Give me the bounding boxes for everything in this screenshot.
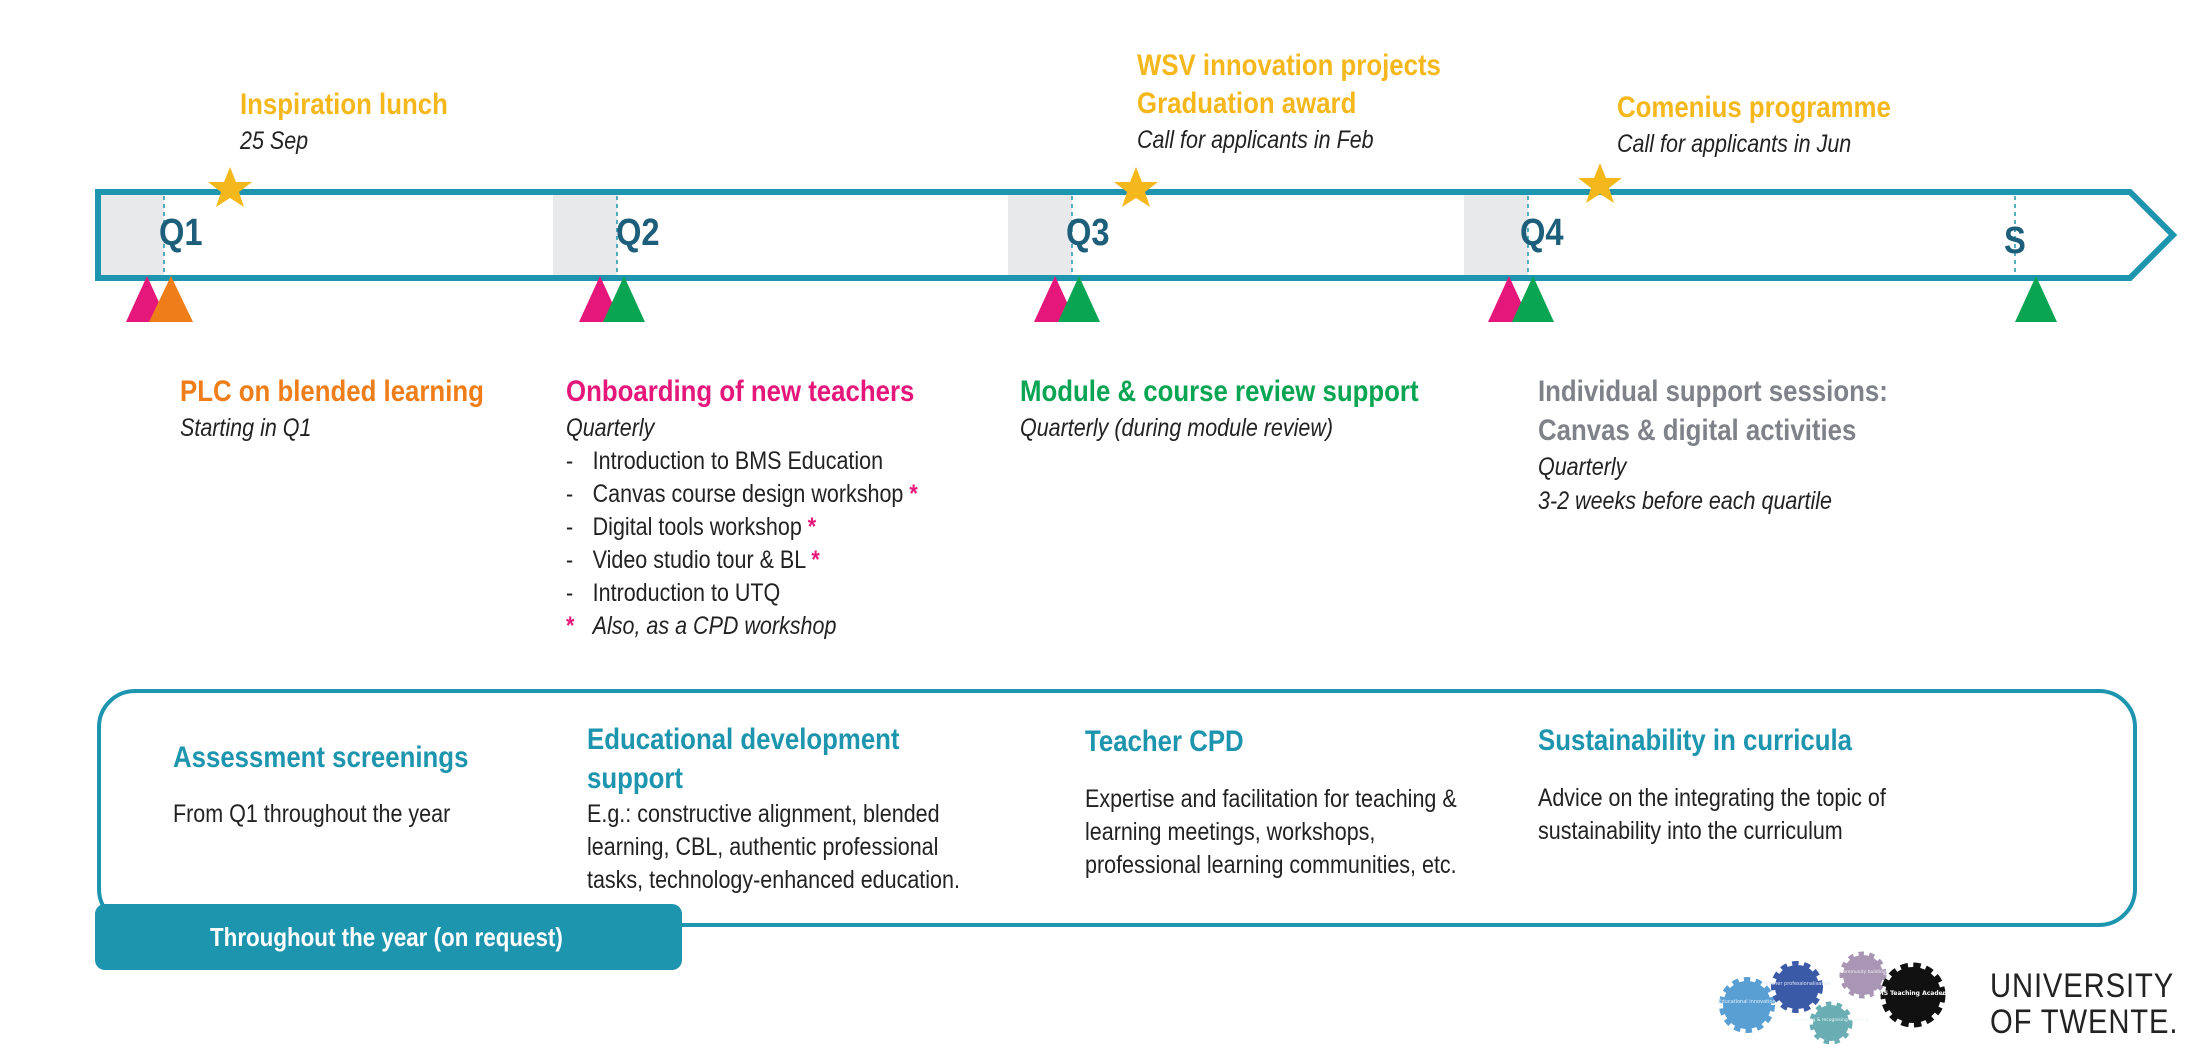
cpd-asterisk: * xyxy=(909,480,918,508)
university-logo-line-2: OF TWENTE. xyxy=(1990,1003,2179,1041)
assessment-block: Assessment screenings From Q1 throughout… xyxy=(173,738,468,831)
plc-subtitle: Starting in Q1 xyxy=(180,414,312,442)
individual-title-2: Canvas & digital activities xyxy=(1538,414,1857,447)
svg-text:Educational innovation: Educational innovation xyxy=(1718,999,1775,1005)
event-wsv-title-1: WSV innovation projects xyxy=(1137,49,1441,82)
list-item: -Digital tools workshop * xyxy=(566,513,817,541)
onboarding-note: *Also, as a CPD workshop xyxy=(566,612,837,640)
gear-icon: Teacher professionalisation xyxy=(1762,961,1831,1013)
star-inspiration xyxy=(208,167,252,207)
event-comenius: Comenius programme Call for applicants i… xyxy=(1617,89,1891,161)
section-individual: Individual support sessions: Canvas & di… xyxy=(1538,372,1888,518)
onboarding-title: Onboarding of new teachers xyxy=(566,375,915,408)
event-inspiration-title: Inspiration lunch xyxy=(240,88,448,121)
timeline-arrow xyxy=(95,189,2178,281)
teaching-academy-gears: Educational innovation Teacher professio… xyxy=(1718,951,1953,1045)
svg-text:Community building: Community building xyxy=(1840,969,1886,975)
q4-label: Q4 xyxy=(1520,212,1564,254)
cpd-asterisk: * xyxy=(811,546,820,574)
university-logo-line-1: UNIVERSITY xyxy=(1990,967,2175,1005)
year-round-box xyxy=(97,689,2137,927)
throughout-year-bar: Throughout the year (on request) xyxy=(95,904,682,970)
svg-text:BMS Teaching Academy: BMS Teaching Academy xyxy=(1873,990,1953,997)
cpd-line-2: learning meetings, workshops, xyxy=(1085,818,1376,846)
gear-icon: Assessing & recognising teaching xyxy=(1793,1001,1869,1045)
sustainability-line-2: sustainability into the curriculum xyxy=(1538,817,1843,845)
edu-dev-line-1: E.g.: constructive alignment, blended xyxy=(587,800,940,828)
green-triangle-q4 xyxy=(1512,276,1554,322)
q2-block xyxy=(553,192,617,278)
section-module-review: Module & course review support Quarterly… xyxy=(1020,372,1419,445)
section-onboarding: Onboarding of new teachers Quarterly -In… xyxy=(566,372,918,643)
gear-icon: BMS Teaching Academy xyxy=(1873,962,1953,1028)
edu-dev-title-1: Educational development xyxy=(587,723,900,756)
svg-text:Teacher professionalisation: Teacher professionalisation xyxy=(1762,981,1831,987)
throughout-year-label: Throughout the year (on request) xyxy=(210,922,563,952)
onboarding-list: -Introduction to BMS Education -Canvas c… xyxy=(566,445,918,643)
cpd-line-1: Expertise and facilitation for teaching … xyxy=(1085,785,1457,813)
cpd-asterisk: * xyxy=(807,513,817,541)
sustainability-block: Sustainability in curricula Advice on th… xyxy=(1538,721,1886,848)
green-triangle-q3 xyxy=(1058,276,1100,322)
event-wsv-title-2: Graduation award xyxy=(1137,87,1357,120)
green-triangle-q2 xyxy=(603,276,645,322)
list-item: -Canvas course design workshop * xyxy=(566,480,918,508)
event-wsv-subtitle: Call for applicants in Feb xyxy=(1137,126,1374,154)
module-review-title: Module & course review support xyxy=(1020,375,1419,408)
q1-label: Q1 xyxy=(159,212,203,254)
q4-block xyxy=(1464,192,1528,278)
module-review-subtitle: Quarterly (during module review) xyxy=(1020,414,1334,442)
gear-icon: Educational innovation xyxy=(1718,977,1776,1033)
orange-triangle-q1 xyxy=(149,276,193,322)
list-item: -Introduction to UTQ xyxy=(566,579,781,607)
sustainability-line-1: Advice on the integrating the topic of xyxy=(1538,784,1886,812)
svg-text:Assessing & recognising teachi: Assessing & recognising teaching xyxy=(1793,1017,1869,1023)
list-item: -Video studio tour & BL * xyxy=(566,546,820,574)
green-triangle-summer xyxy=(2015,276,2057,322)
edu-dev-block: Educational development support E.g.: co… xyxy=(587,720,960,897)
event-inspiration: Inspiration lunch 25 Sep xyxy=(240,86,448,158)
gear-icon: Community building xyxy=(1839,951,1887,999)
plc-title: PLC on blended learning xyxy=(180,375,484,408)
edu-dev-line-3: tasks, technology-enhanced education. xyxy=(587,866,960,894)
summer-label: S xyxy=(2004,220,2026,262)
individual-line-2: 3-2 weeks before each quartile xyxy=(1538,487,1833,515)
university-logo: UNIVERSITY OF TWENTE. xyxy=(1990,968,2178,1040)
event-inspiration-date: 25 Sep xyxy=(240,127,309,155)
q2-label: Q2 xyxy=(616,212,660,254)
edu-dev-title-2: support xyxy=(587,762,684,795)
event-wsv: WSV innovation projects Graduation award… xyxy=(1137,47,1441,157)
event-comenius-subtitle: Call for applicants in Jun xyxy=(1617,130,1852,158)
star-comenius xyxy=(1578,163,1622,203)
assessment-title: Assessment screenings xyxy=(173,741,469,774)
q3-label: Q3 xyxy=(1066,212,1110,254)
onboarding-subtitle: Quarterly xyxy=(566,414,655,442)
cpd-block: Teacher CPD Expertise and facilitation f… xyxy=(1085,722,1457,882)
timeline-graphic xyxy=(95,163,2178,322)
list-item: -Introduction to BMS Education xyxy=(566,447,884,475)
cpd-line-3: professional learning communities, etc. xyxy=(1085,851,1457,879)
event-comenius-title: Comenius programme xyxy=(1617,91,1891,124)
q3-block xyxy=(1008,192,1072,278)
assessment-text: From Q1 throughout the year xyxy=(173,800,451,828)
edu-dev-line-2: learning, CBL, authentic professional xyxy=(587,833,939,861)
sustainability-title: Sustainability in curricula xyxy=(1538,724,1852,757)
individual-title-1: Individual support sessions: xyxy=(1538,375,1888,408)
section-plc: PLC on blended learning Starting in Q1 xyxy=(180,372,484,445)
individual-line-1: Quarterly xyxy=(1538,453,1627,481)
q1-block xyxy=(100,192,164,278)
star-wsv xyxy=(1114,167,1158,207)
cpd-title: Teacher CPD xyxy=(1085,725,1244,758)
